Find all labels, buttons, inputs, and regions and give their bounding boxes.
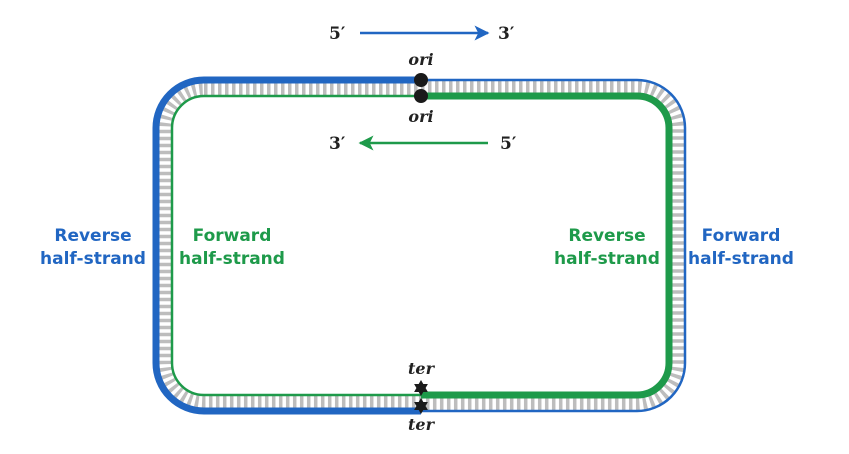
inner-left-label-line2: half-strand [179,249,285,269]
outer-right-label-line1: Forward [702,226,781,246]
inner-strand-forward-half [170,94,421,397]
top-arrow-left-label: 5′ [329,24,346,44]
inner-strand-reverse-half [421,92,673,399]
inner-arrow-left-label: 3′ [329,134,346,154]
inner-left-label-line1: Forward [193,226,272,246]
ori-top-marker [414,73,428,87]
ter-top-marker [414,380,428,396]
outer-strand-reverse-half [152,76,421,415]
ter-top-label: ter [408,359,436,378]
base-pair-rungs [157,81,684,410]
top-arrow-right-label: 3′ [498,24,515,44]
outer-strand-forward-half [421,78,687,413]
ori-bottom-marker [414,89,428,103]
inner-arrow-right-label: 5′ [500,134,517,154]
ori-bottom-label: ori [408,107,433,126]
ori-top-label: ori [408,50,433,69]
outer-right-label-line2: half-strand [688,249,794,269]
inner-right-label-line2: half-strand [554,249,660,269]
inner-right-label-line1: Reverse [568,226,645,246]
ter-bottom-label: ter [408,415,436,434]
ter-bottom-marker [414,398,428,414]
outer-left-label-line2: half-strand [40,249,146,269]
outer-left-label-line1: Reverse [54,226,131,246]
